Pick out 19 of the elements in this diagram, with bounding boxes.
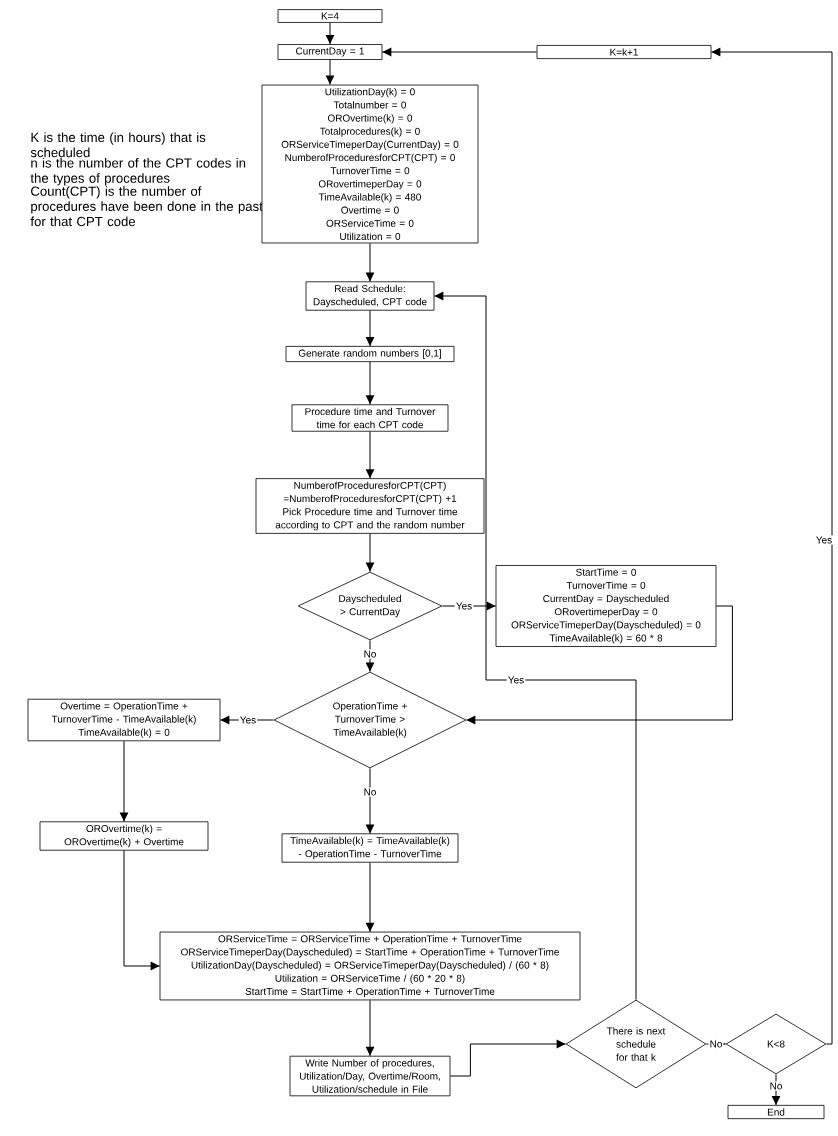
- arrow: [465, 605, 733, 725]
- arrow: [771, 1073, 781, 1106]
- arrow: [119, 740, 129, 822]
- arrow: [365, 639, 375, 673]
- arrow: [365, 242, 375, 282]
- arrow: [365, 361, 375, 405]
- arrow: [381, 47, 538, 57]
- arrow: [365, 431, 375, 479]
- arrow: [365, 999, 375, 1057]
- arrow: [365, 310, 375, 347]
- arrow: [710, 47, 833, 1045]
- arrow: [365, 862, 375, 933]
- arrow: [365, 533, 375, 573]
- arrow: [449, 1039, 567, 1077]
- arrow: [123, 850, 161, 971]
- arrow: [325, 22, 335, 45]
- arrow: [365, 767, 375, 834]
- arrow: [325, 59, 335, 86]
- arrow: [433, 291, 637, 1001]
